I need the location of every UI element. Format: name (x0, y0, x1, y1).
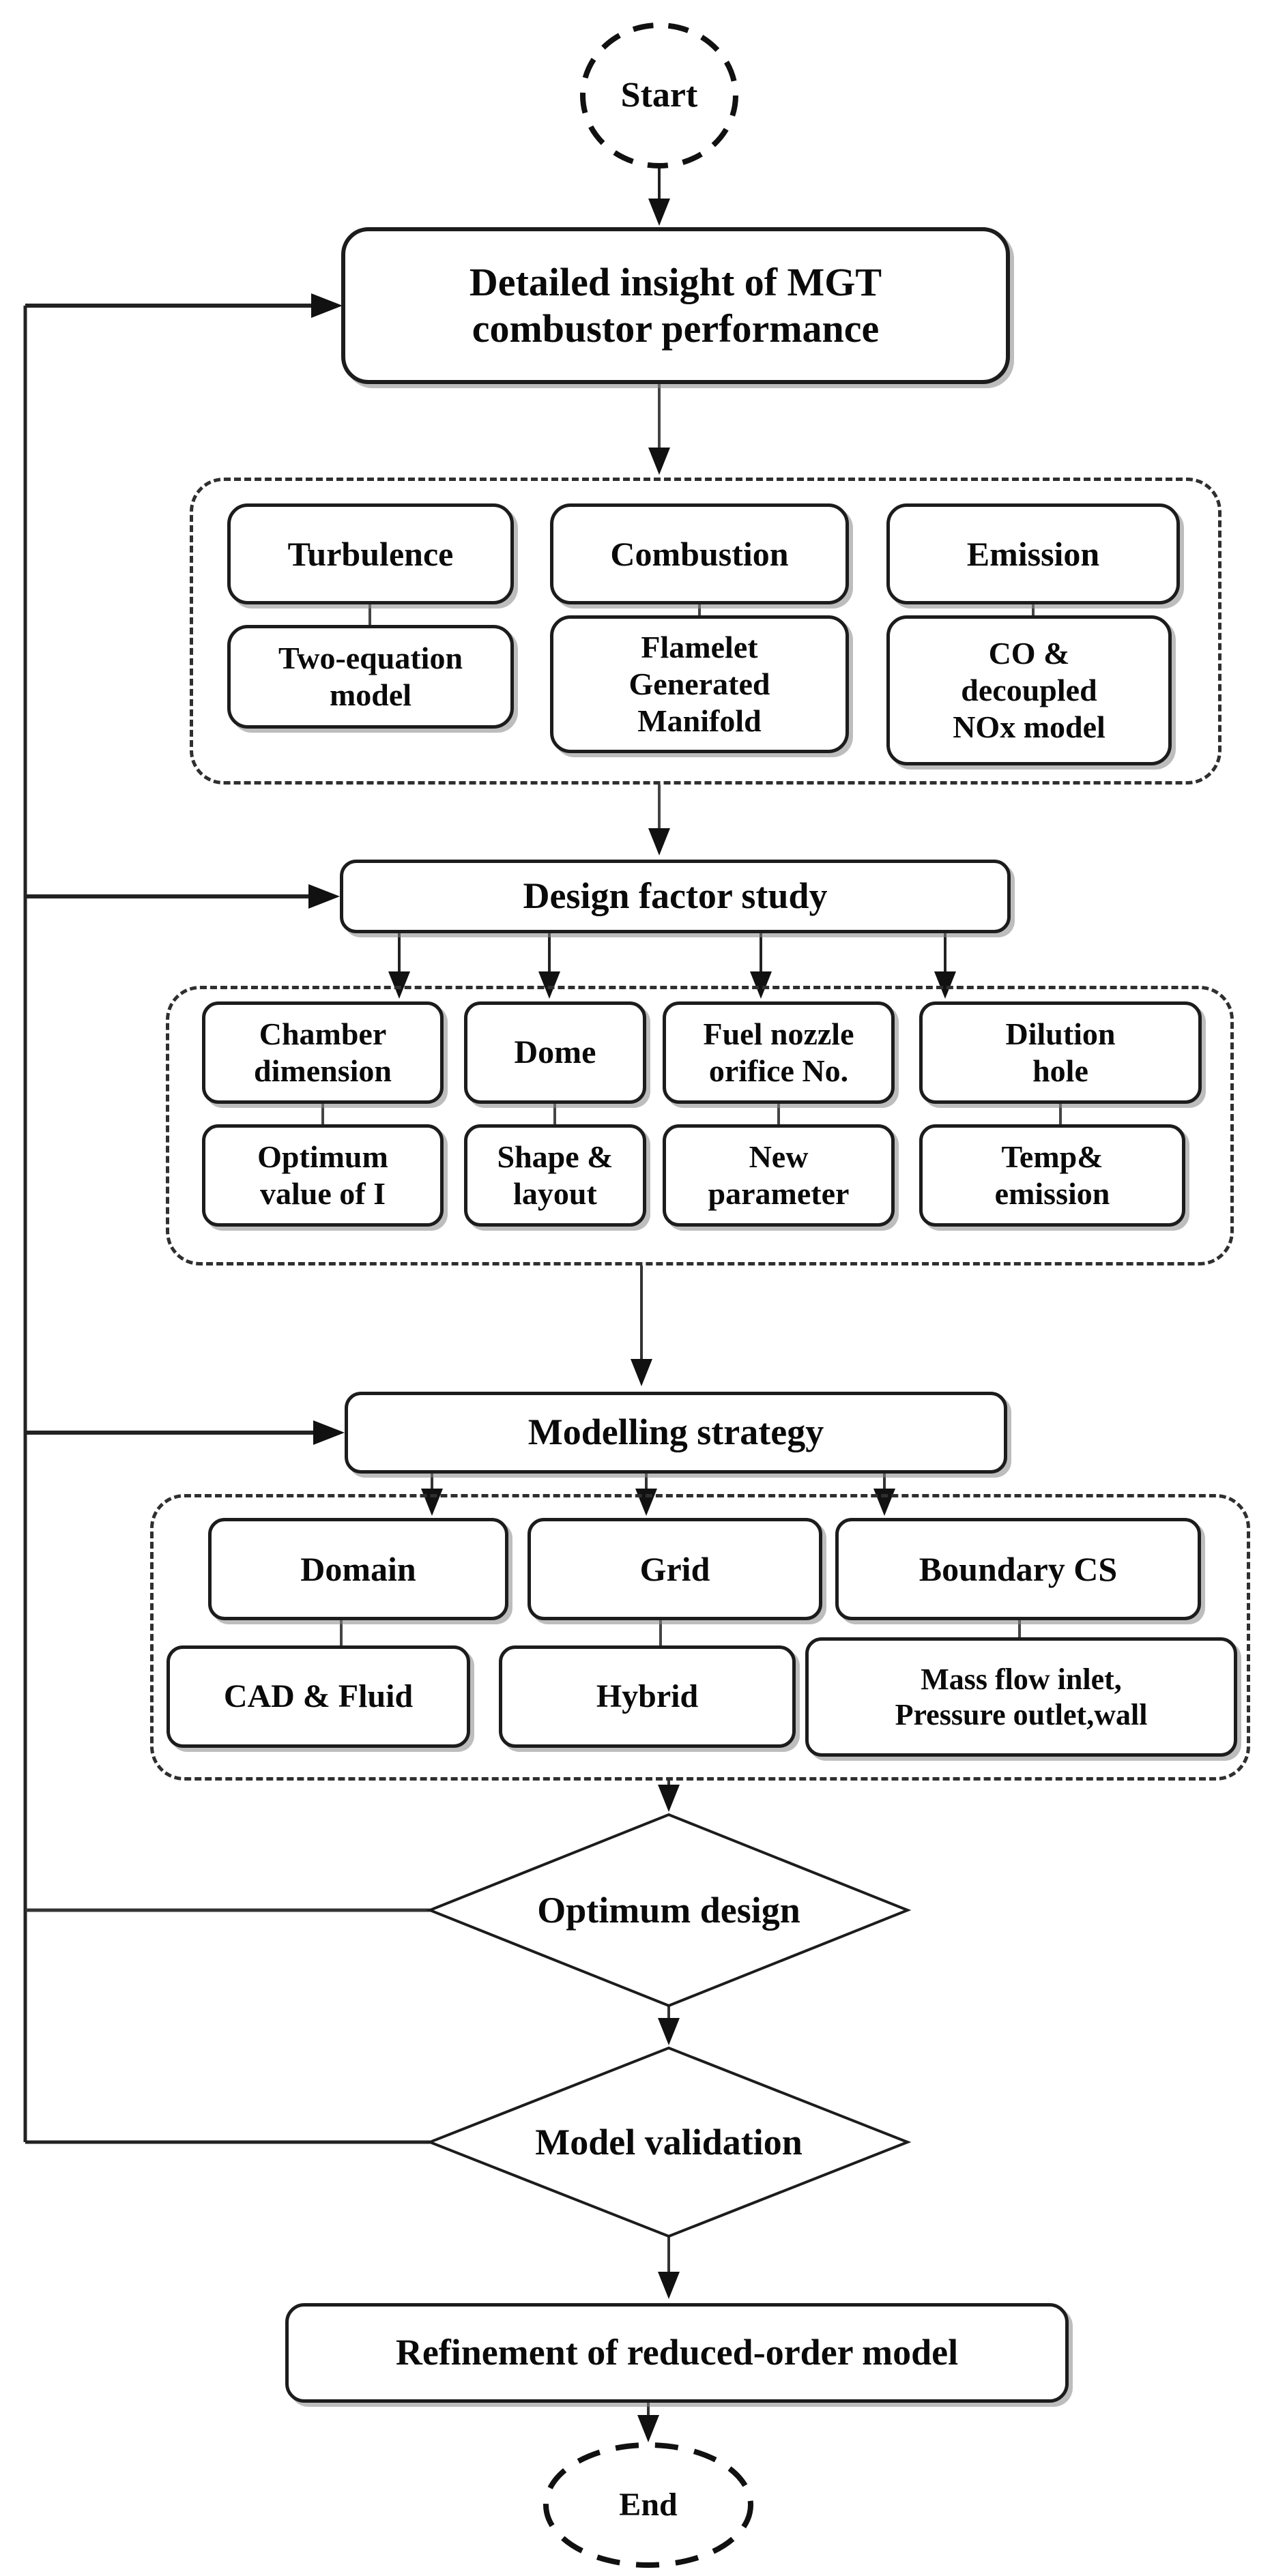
dilution-result-box: Temp& emission (919, 1124, 1185, 1227)
strategy-group (150, 1494, 1250, 1781)
boundary-cs-box: Boundary CS (835, 1518, 1201, 1620)
combustion-box: Combustion (550, 503, 849, 604)
arrow-validation-refinement-head (658, 2272, 680, 2299)
insight-box: Detailed insight of MGT combustor perfor… (341, 227, 1010, 384)
modelling-strategy-box: Modelling strategy (345, 1392, 1007, 1474)
arrow-models-design-head (648, 828, 670, 855)
arrow-design-nozzle-head (750, 971, 772, 999)
arrow-group-optimum-head (658, 1785, 680, 1812)
arrow-insight-models-head (648, 448, 670, 475)
emission-model-box: CO & decoupled NOx model (886, 615, 1172, 765)
chamber-result-box: Optimum value of I (202, 1124, 444, 1227)
model-validation-label: Model validation (535, 2121, 803, 2163)
turbulence-model-box: Two-equation model (227, 625, 514, 729)
optimum-design-diamond (426, 1813, 912, 2008)
design-factor-study-box: Design factor study (340, 860, 1011, 933)
dome-result-box: Shape & layout (464, 1124, 646, 1227)
model-validation-diamond (426, 2046, 912, 2238)
emission-box: Emission (886, 503, 1180, 604)
arrow-optimum-validation-head (658, 2018, 680, 2045)
start-ellipse (580, 23, 738, 169)
arrow-design-dilution-head (934, 971, 956, 999)
arrow-design-dome-head (538, 971, 560, 999)
boundary-detail-box: Mass flow inlet, Pressure outlet,wall (805, 1637, 1237, 1757)
end-node-label: End (619, 2487, 678, 2523)
domain-box: Domain (208, 1518, 508, 1620)
design-factors-group (166, 986, 1234, 1265)
optimum-design-label: Optimum design (537, 1889, 800, 1931)
cad-fluid-box: CAD & Fluid (167, 1645, 470, 1748)
arrow-design-chamber-head (388, 971, 410, 999)
hybrid-box: Hybrid (499, 1645, 796, 1748)
arrow-refinement-end-head (637, 2415, 659, 2442)
arrow-start-insight-head (648, 199, 670, 226)
grid-box: Grid (527, 1518, 822, 1620)
fuel-nozzle-box: Fuel nozzle orifice No. (663, 1001, 895, 1104)
submodels-group (190, 478, 1222, 785)
fuel-nozzle-result-box: New parameter (663, 1124, 895, 1227)
arrowhead-into-insight (311, 293, 343, 318)
dilution-hole-box: Dilution hole (919, 1001, 1202, 1104)
turbulence-box: Turbulence (227, 503, 514, 604)
combustion-model-box: Flamelet Generated Manifold (550, 615, 849, 753)
end-ellipse (543, 2442, 753, 2568)
arrowhead-into-design (308, 884, 340, 909)
arrow-factors-strategy-head (631, 1359, 652, 1386)
arrowhead-into-strategy (313, 1420, 345, 1445)
chamber-dimension-box: Chamber dimension (202, 1001, 444, 1104)
dome-box: Dome (464, 1001, 646, 1104)
refinement-box: Refinement of reduced-order model (285, 2303, 1069, 2403)
start-node-label: Start (620, 76, 698, 115)
